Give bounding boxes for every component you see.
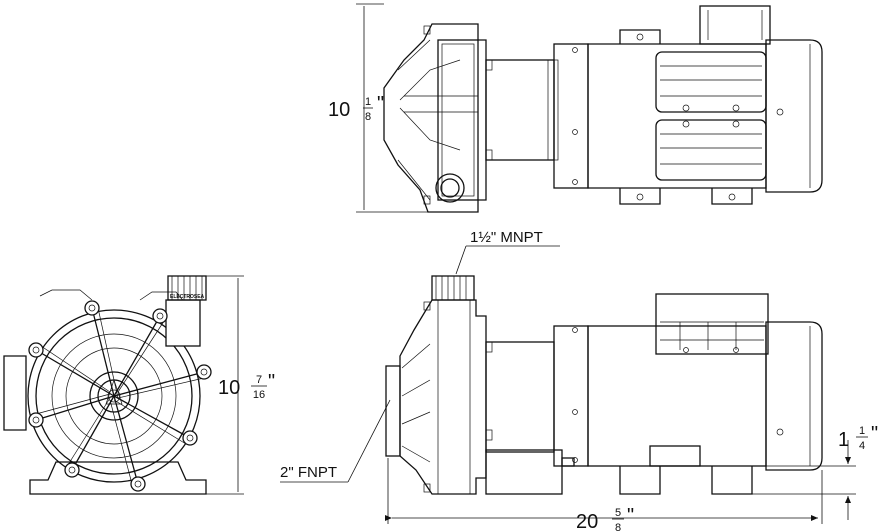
height-side-denominator: 16 [253, 389, 265, 401]
height-side-whole: 10 [218, 377, 240, 399]
front-view: ELECTROSEA [3, 275, 244, 495]
side-view [385, 275, 856, 524]
base-offset-numerator: 1 [859, 425, 865, 437]
top-view [356, 3, 823, 213]
height-top-whole: 10 [328, 99, 350, 121]
overall-length-dimension: 20 5 8 " [576, 505, 634, 532]
overall-length-unit: " [627, 505, 634, 527]
height-top-dimension: 10 1 8 " [328, 93, 384, 123]
discharge-callout: 1½" MNPT [455, 229, 560, 275]
height-side-unit: " [268, 371, 275, 393]
overall-length-numerator: 5 [615, 507, 621, 519]
height-top-denominator: 8 [365, 111, 371, 123]
height-top-unit: " [377, 93, 384, 115]
base-offset-dimension: 1 1 4 " [838, 423, 878, 452]
base-offset-denominator: 4 [859, 440, 865, 452]
overall-length-whole: 20 [576, 511, 598, 532]
brand-mark: ELECTROSEA [170, 294, 205, 300]
discharge-label: 1½" MNPT [470, 229, 543, 246]
height-top-numerator: 1 [365, 96, 371, 108]
inlet-label: 2" FNPT [280, 464, 337, 481]
height-side-dimension: 10 7 16 " [218, 371, 275, 401]
base-offset-whole: 1 [838, 429, 849, 451]
base-offset-unit: " [871, 423, 878, 445]
height-side-numerator: 7 [256, 374, 262, 386]
overall-length-denominator: 8 [615, 522, 621, 532]
inlet-callout: 2" FNPT [280, 399, 391, 483]
